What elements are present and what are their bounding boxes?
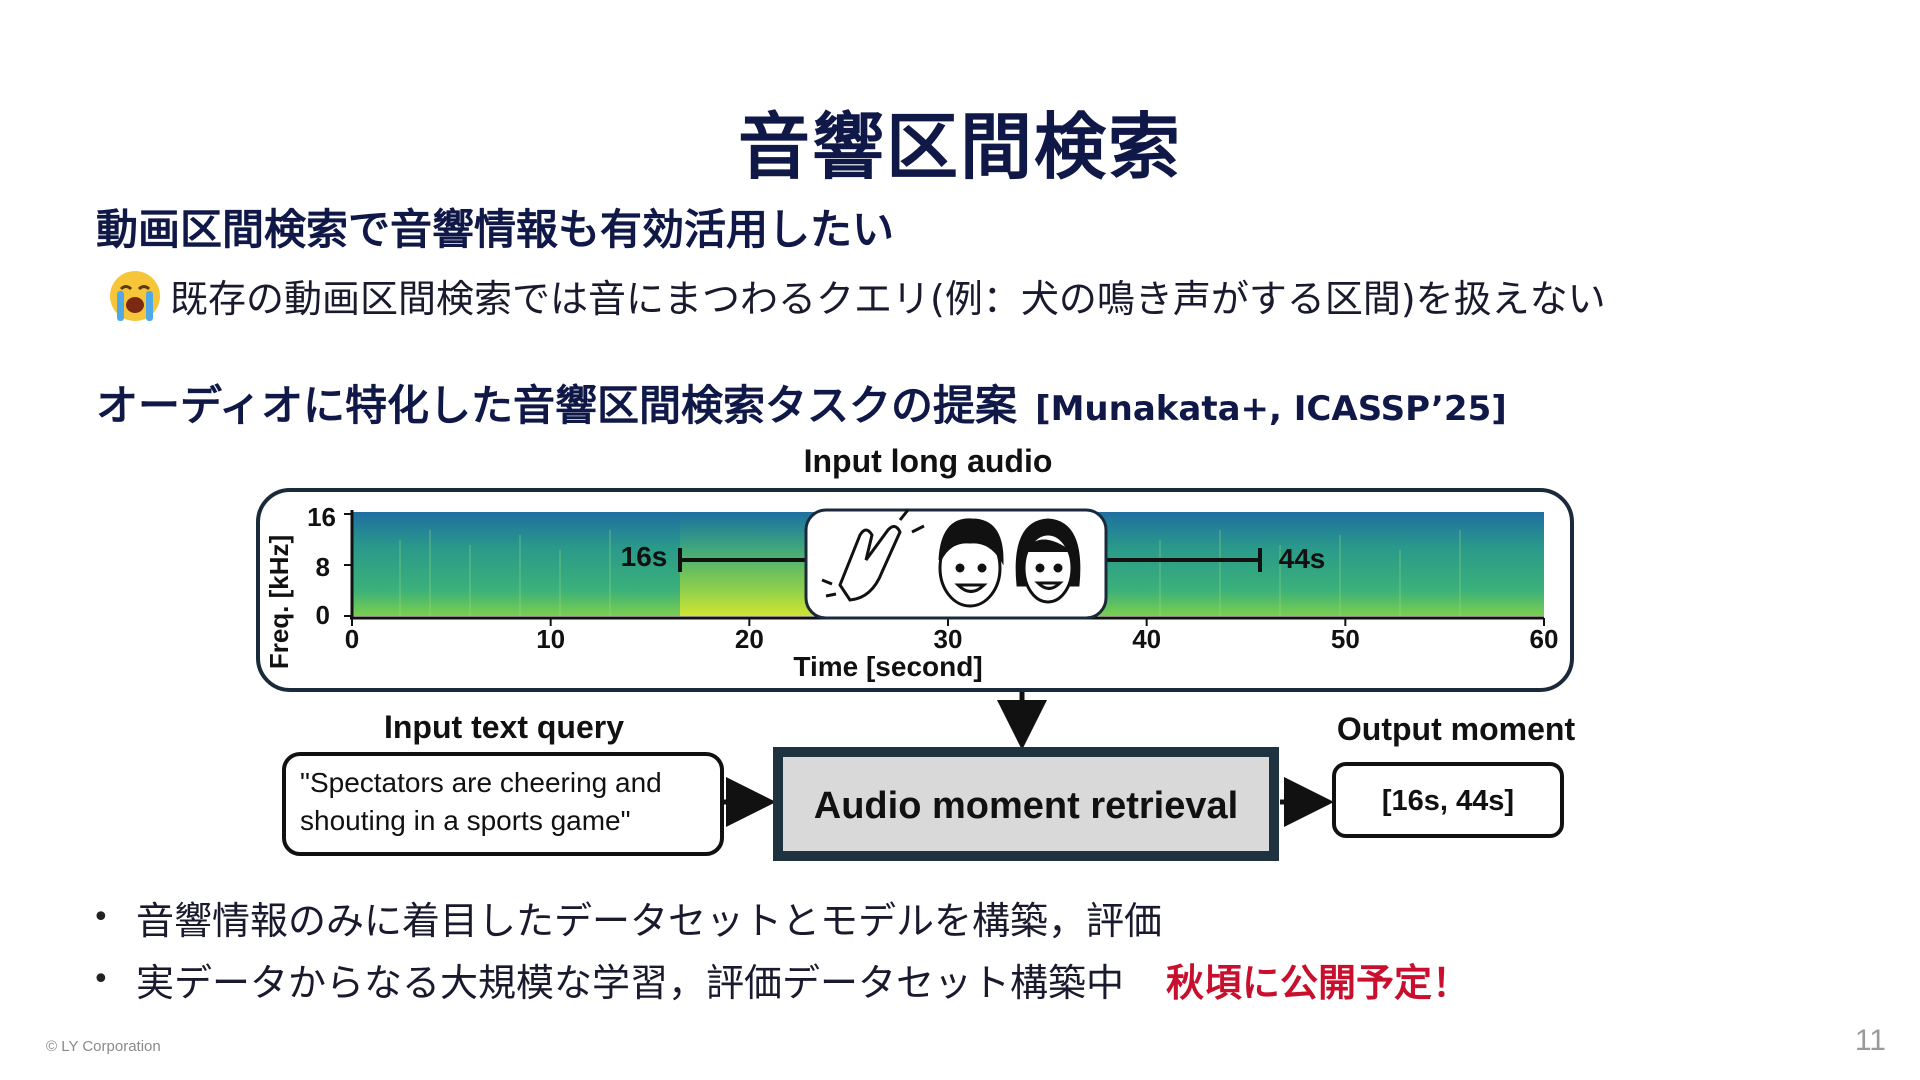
page-number: 11 [1854,1024,1886,1057]
crying-face-icon [110,270,160,321]
bullet-item: • 音響情報のみに着目したデータセットとモデルを構築，評価 [92,890,1162,945]
output-box [1332,762,1564,838]
freq-tick-16: 16 [307,502,336,532]
span-end-label: 44s [1279,543,1326,574]
bullet-item: • 実データからなる大規模な学習，評価データセット構築中 秋頃に公開予定！ [92,952,1470,1007]
section-heading-1: 動画区間検索で音響情報も有効活用したい [96,205,895,254]
time-tick-label: 40 [1132,624,1161,654]
time-tick-label: 50 [1331,624,1360,654]
problem-text: 既存の動画区間検索では音にまつわるクエリ(例：犬の鳴き声がする区間)を扱えない [170,277,1606,321]
clapping-hands-icon [821,509,925,602]
time-axis-label: Time [second] [793,651,982,682]
model-box [773,747,1279,861]
copyright-footer: © LY Corporation [46,1038,161,1055]
input-audio-label: Input long audio [804,443,1053,479]
bullet-dot: • [92,962,110,997]
freq-tick-8: 8 [316,552,330,582]
release-highlight: 秋頃に公開予定！ [1166,961,1471,1005]
time-tick-label: 30 [934,624,963,654]
time-tick-label: 20 [735,624,764,654]
span-start-label: 16s [621,541,668,572]
query-text-line2: shouting in a sports game" [300,805,631,836]
query-label: Input text query [384,709,624,745]
time-ticks: 0 10 20 30 40 50 60 [345,618,1559,654]
bullet-dot: • [92,900,110,935]
problem-statement: 既存の動画区間検索では音にまつわるクエリ(例：犬の鳴き声がする区間)を扱えない [108,268,1606,323]
section-heading-2-text: オーディオに特化した音響区間検索タスクの提案 [96,381,1018,430]
query-text-line1: "Spectators are cheering and [300,767,662,798]
freq-axis-label: Freq. [kHz] [264,535,294,669]
time-tick-label: 0 [345,624,359,654]
citation: [Munakata+, ICASSP’25] [1035,389,1507,429]
section-heading-2: オーディオに特化した音響区間検索タスクの提案 [Munakata+, ICASSP… [96,372,1507,433]
bullet-text: 音響情報のみに着目したデータセットとモデルを構築，評価 [136,899,1163,943]
bullet-text: 実データからなる大規模な学習，評価データセット構築中 [136,961,1125,1005]
freq-tick-0: 0 [316,600,330,630]
time-tick-label: 10 [536,624,565,654]
output-value: [16s, 44s] [1382,785,1514,817]
slide-title: 音響区間検索 [737,105,1182,189]
moment-span [678,548,1262,572]
cheering-woman-icon [1015,518,1081,604]
output-label: Output moment [1337,711,1576,747]
model-label: Audio moment retrieval [814,785,1238,827]
time-tick-label: 60 [1530,624,1559,654]
cheering-man-icon [938,518,1004,608]
